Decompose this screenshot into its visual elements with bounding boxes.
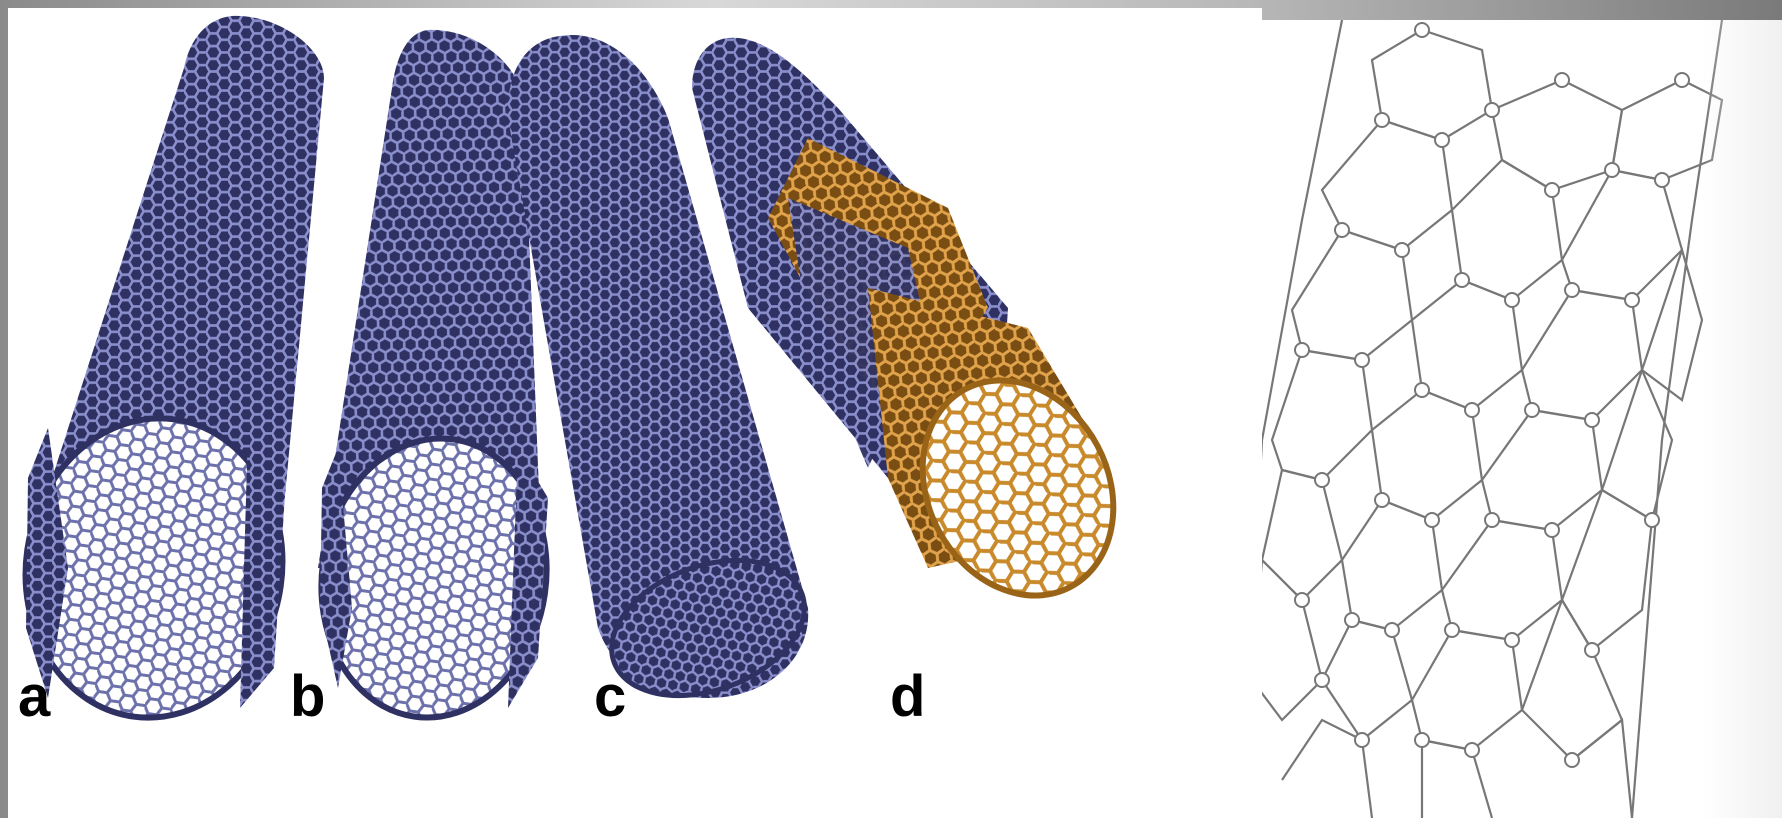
wireframe-lattice	[1262, 20, 1722, 818]
nanotube-figure-panel: a b c d	[8, 8, 1262, 818]
panel-label-d: d	[890, 668, 925, 726]
panel-label-b: b	[290, 668, 325, 726]
nanotube-line-drawing	[1262, 20, 1782, 818]
panel-label-c: c	[594, 668, 626, 726]
nanotube-a	[8, 16, 324, 734]
nanotube-figure	[8, 8, 1262, 818]
panel-label-a: a	[18, 668, 50, 726]
nanotube-line-drawing-panel	[1262, 20, 1782, 818]
